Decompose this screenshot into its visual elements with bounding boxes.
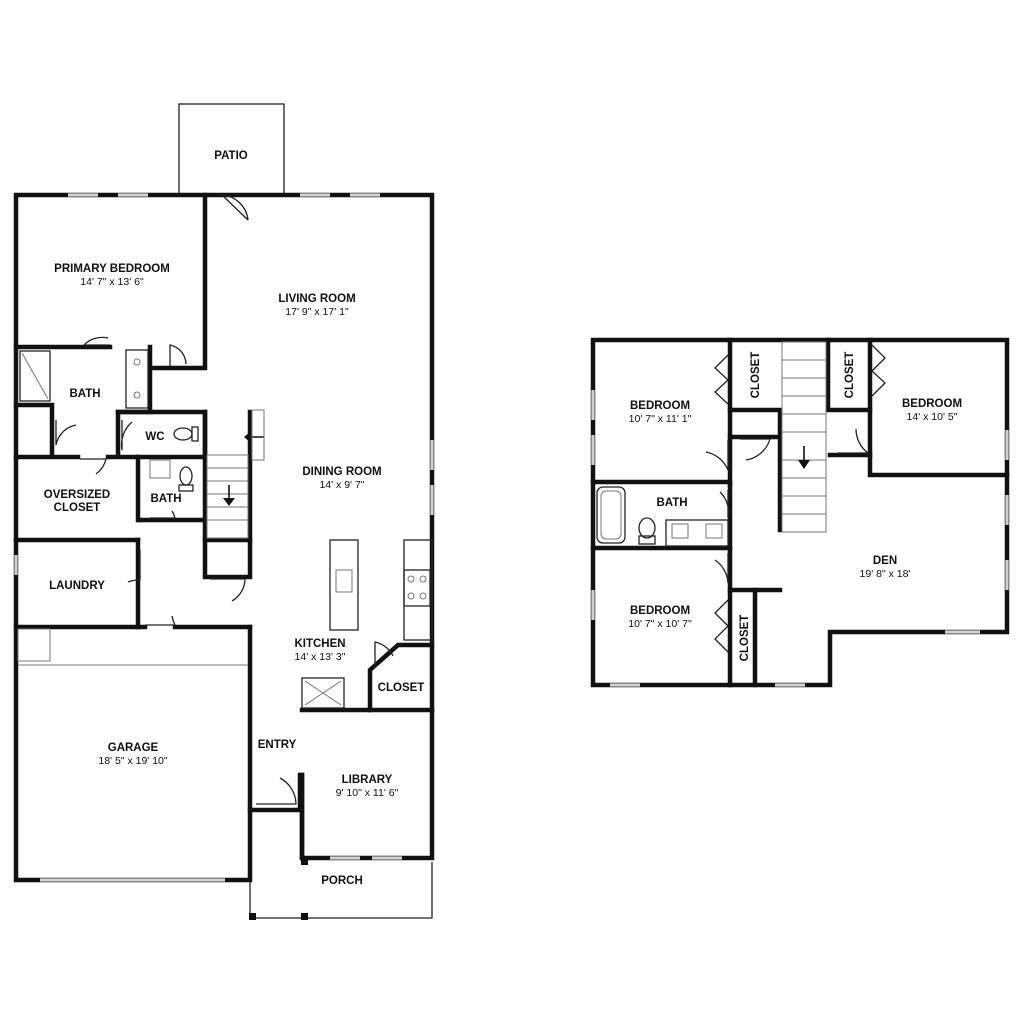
room-label: PORCH <box>321 875 363 887</box>
room-label: BEDROOM <box>630 605 690 617</box>
kitchen-counter <box>403 539 433 641</box>
stairs-ground <box>206 409 265 539</box>
doors-ground <box>55 194 394 805</box>
room-dims: 10' 7" x 10' 7" <box>628 618 692 630</box>
bathtub-icon <box>596 486 626 544</box>
room-label: GARAGE <box>108 742 159 754</box>
fixtures-ground <box>19 349 433 709</box>
room-label: CLOSET <box>378 682 425 694</box>
room-dims: 18' 5" x 19' 10" <box>98 755 168 767</box>
ground-floor: PATIO PRIMARY BEDROOM 14' 7" x 13' 6" LI… <box>13 103 435 920</box>
room-dims: 14' 7" x 13' 6" <box>80 276 144 288</box>
patio-slab <box>178 103 285 195</box>
room-label: LIBRARY <box>342 774 393 786</box>
sink-icon <box>335 569 353 593</box>
room-dims: 17' 9" x 17' 1" <box>285 306 349 318</box>
toilet-icon <box>638 517 656 539</box>
labels-ground: PATIO PRIMARY BEDROOM 14' 7" x 13' 6" LI… <box>44 150 425 887</box>
room-label: LAUNDRY <box>49 580 105 592</box>
room-label: BATH <box>656 497 687 509</box>
room-label: BEDROOM <box>902 398 962 410</box>
windows-ground <box>14 193 434 882</box>
room-dims: 14' x 10' 5" <box>907 411 958 423</box>
room-dims: 10' 7" x 11' 1" <box>629 413 692 425</box>
room-label: BEDROOM <box>630 400 690 412</box>
room-label: CLOSET <box>844 352 856 399</box>
room-label: CLOSET <box>739 615 751 662</box>
room-label: KITCHEN <box>294 638 345 650</box>
exterior-wall <box>590 337 1010 688</box>
room-label: CLOSET <box>54 502 101 514</box>
toilet-icon <box>179 466 193 486</box>
doors-upper <box>705 344 886 653</box>
labels-upper: BEDROOM 10' 7" x 11' 1" CLOSET CLOSET BE… <box>628 352 962 662</box>
room-label: ENTRY <box>258 739 297 751</box>
porch-slab <box>249 862 433 919</box>
vanity-icon <box>125 349 149 409</box>
room-label: WC <box>145 431 164 443</box>
range-icon <box>403 569 431 607</box>
room-label: LIVING ROOM <box>278 293 355 305</box>
stairs-upper <box>781 341 827 533</box>
refrigerator-icon <box>301 677 345 709</box>
room-dims: 9' 10" x 11' 6" <box>336 787 399 799</box>
upper-floor: BEDROOM 10' 7" x 11' 1" CLOSET CLOSET BE… <box>590 337 1010 688</box>
toilet-icon <box>173 427 193 441</box>
room-label: CLOSET <box>750 352 762 399</box>
room-label: BATH <box>69 388 100 400</box>
shower-icon <box>19 350 51 402</box>
vanity-icon <box>665 519 729 547</box>
room-label: DEN <box>873 555 897 567</box>
room-dims: 14' x 13' 3" <box>295 651 346 663</box>
fixtures-upper <box>596 486 729 547</box>
room-label: BATH <box>150 493 181 505</box>
room-label: OVERSIZED <box>44 489 110 501</box>
room-dims: 19' 8" x 18' <box>860 568 911 580</box>
room-label: PATIO <box>214 150 247 162</box>
windows-upper <box>591 390 1009 687</box>
room-label: PRIMARY BEDROOM <box>54 263 170 275</box>
sink-icon <box>149 459 171 479</box>
room-label: DINING ROOM <box>302 466 381 478</box>
kitchen-island <box>329 539 359 631</box>
room-dims: 14' x 9' 7" <box>319 479 364 491</box>
